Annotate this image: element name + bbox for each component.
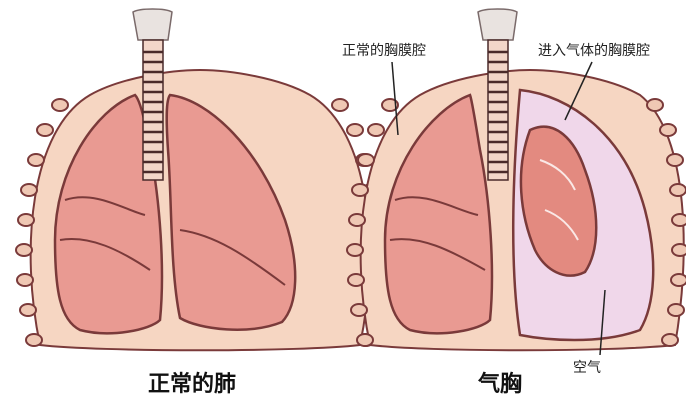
label-air-in-pleural-cavity: 进入气体的胸膜腔 (538, 40, 650, 60)
label-normal-pleural-cavity: 正常的胸膜腔 (342, 40, 426, 60)
label-air: 空气 (573, 357, 601, 377)
caption-pneumothorax: 气胸 (478, 366, 522, 398)
normal-lung-illustration (16, 9, 384, 350)
pneumothorax-illustration (347, 9, 686, 355)
caption-normal-lung: 正常的肺 (148, 366, 236, 398)
